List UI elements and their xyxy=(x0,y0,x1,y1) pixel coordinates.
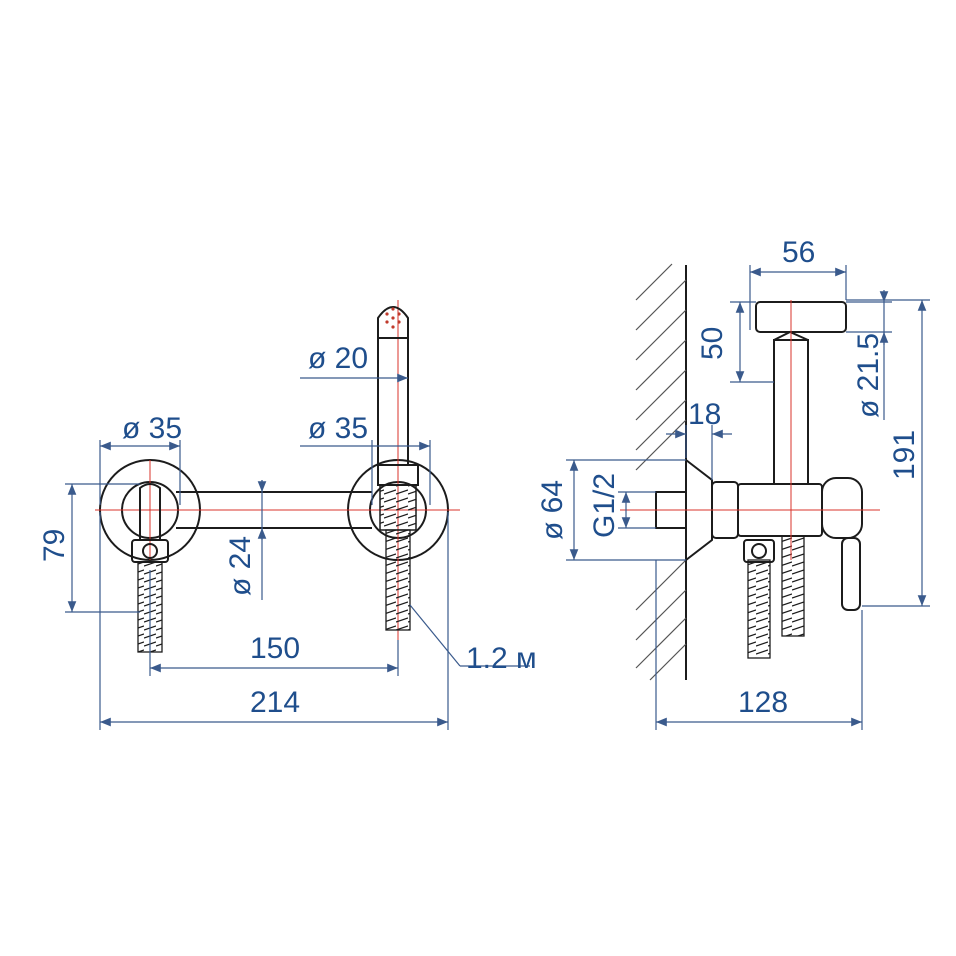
dim-nozzle-diameter: ø 21.5 xyxy=(852,333,885,418)
hose-nut xyxy=(379,484,417,531)
dim-diameter-left: ø 35 xyxy=(122,412,182,445)
spray-face-icon xyxy=(385,307,401,329)
side-flange xyxy=(685,457,713,563)
dim-nozzle-height: 50 xyxy=(696,327,729,360)
dim-spacing: 150 xyxy=(250,632,300,665)
side-view: 56 50 ø 21.5 191 18 ø 64 G1/2 xyxy=(536,236,930,730)
shower-head-handle xyxy=(377,337,409,466)
nozzle-joint xyxy=(773,330,809,341)
valve-lever xyxy=(841,537,861,611)
side-hose-cap xyxy=(751,543,767,559)
side-hose-left xyxy=(747,559,771,659)
dim-total-depth: 128 xyxy=(738,686,788,719)
dim-diameter-right: ø 35 xyxy=(308,412,368,445)
right-hose xyxy=(385,529,411,631)
dim-nozzle-length: 56 xyxy=(782,236,815,269)
left-knob xyxy=(139,483,161,541)
dim-height: 79 xyxy=(38,529,71,562)
dim-diameter-pipe: ø 24 xyxy=(224,536,257,596)
front-view: ø 35 ø 20 ø 35 ø 24 79 150 214 1.2 м xyxy=(38,300,537,730)
hose-length-label: 1.2 м xyxy=(466,642,537,675)
side-hose-fitting xyxy=(743,539,775,563)
dim-flange-diameter: ø 64 xyxy=(536,480,569,540)
nozzle xyxy=(755,301,847,333)
dim-flange-depth: 18 xyxy=(688,398,721,431)
valve-lever-pivot xyxy=(821,477,863,539)
dim-diameter-head: ø 20 xyxy=(308,342,368,375)
dim-total-height: 191 xyxy=(888,430,921,480)
side-hose-right xyxy=(781,535,805,637)
dim-thread: G1/2 xyxy=(588,473,621,538)
wall-hatching xyxy=(635,263,687,681)
dim-total-width: 214 xyxy=(250,686,300,719)
left-valve-cap xyxy=(142,543,158,559)
shower-head-top xyxy=(377,306,409,338)
